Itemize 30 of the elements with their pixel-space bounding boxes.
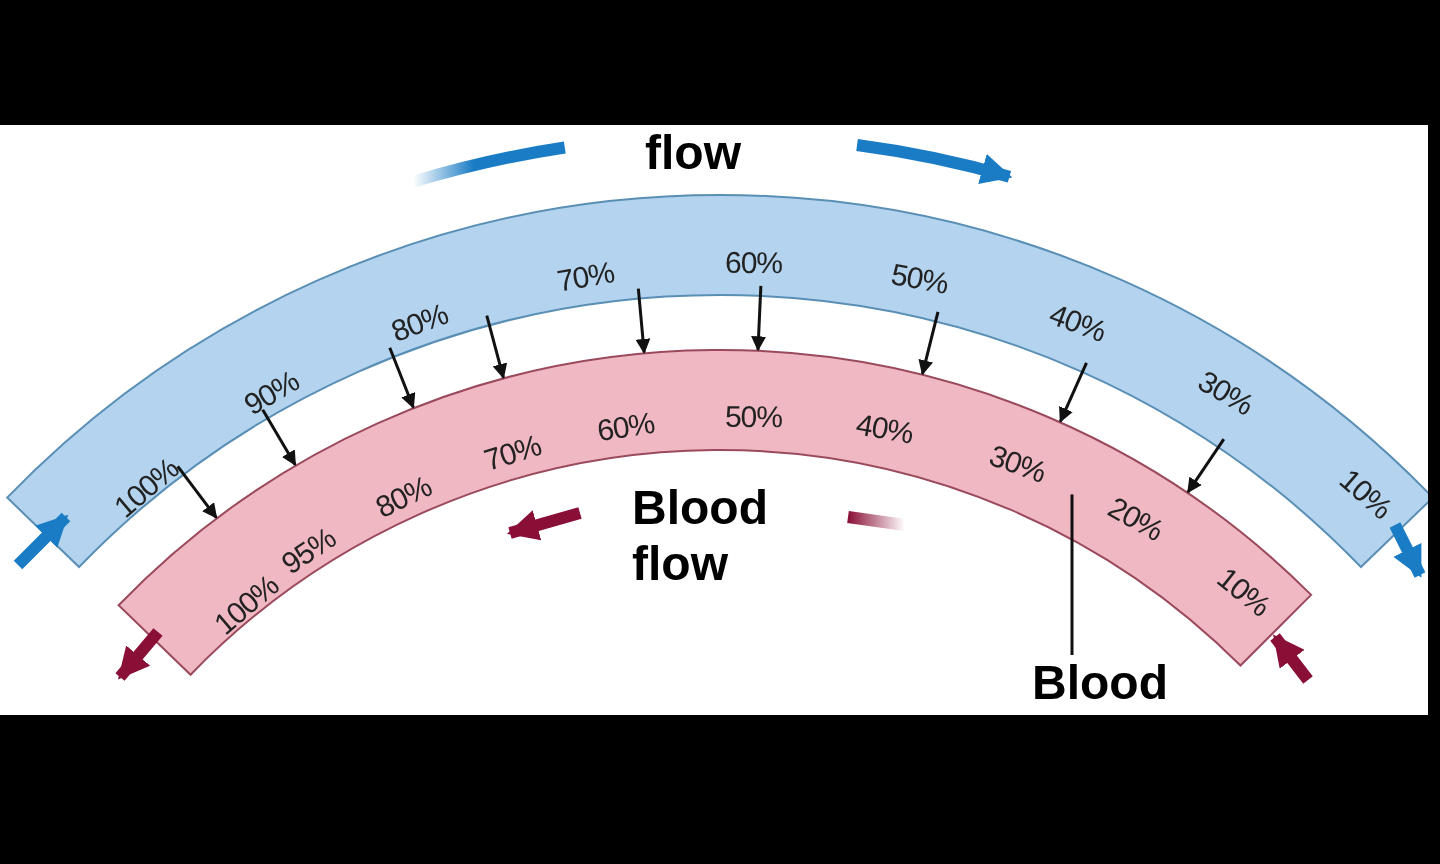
percentage-label: 80%	[370, 468, 438, 525]
callout-text: Blood	[1032, 655, 1168, 711]
percentage-label: 10%	[1210, 561, 1277, 624]
percentage-label: 50%	[888, 256, 951, 301]
percentage-label: 10%	[1332, 462, 1398, 526]
flow-label: flow	[645, 125, 742, 181]
arrow	[1186, 438, 1226, 494]
percentage-label: 30%	[984, 438, 1050, 491]
arrow	[261, 408, 297, 467]
percentage-label: 60%	[594, 405, 657, 448]
percentage-label: 50%	[725, 399, 783, 435]
percentage-label: 30%	[1192, 363, 1259, 423]
flow-label: Blood flow	[632, 480, 769, 592]
percentage-label: 70%	[554, 255, 617, 299]
percentage-label: 70%	[479, 428, 545, 479]
percentage-label: 40%	[1045, 296, 1111, 349]
percentage-label: 90%	[238, 363, 305, 423]
percentage-label: 60%	[724, 245, 783, 281]
arrow	[176, 465, 218, 519]
arrow	[388, 347, 416, 409]
arrow	[1059, 362, 1088, 423]
percentage-label: 80%	[386, 296, 452, 349]
arrow	[635, 288, 651, 354]
arrow	[751, 285, 767, 352]
percentage-label: 20%	[1102, 490, 1169, 548]
arrow	[918, 311, 940, 376]
percentage-label: 40%	[853, 407, 917, 451]
percentage-label: 95%	[275, 521, 343, 581]
arrow	[485, 315, 508, 379]
leader-line	[1070, 494, 1074, 655]
